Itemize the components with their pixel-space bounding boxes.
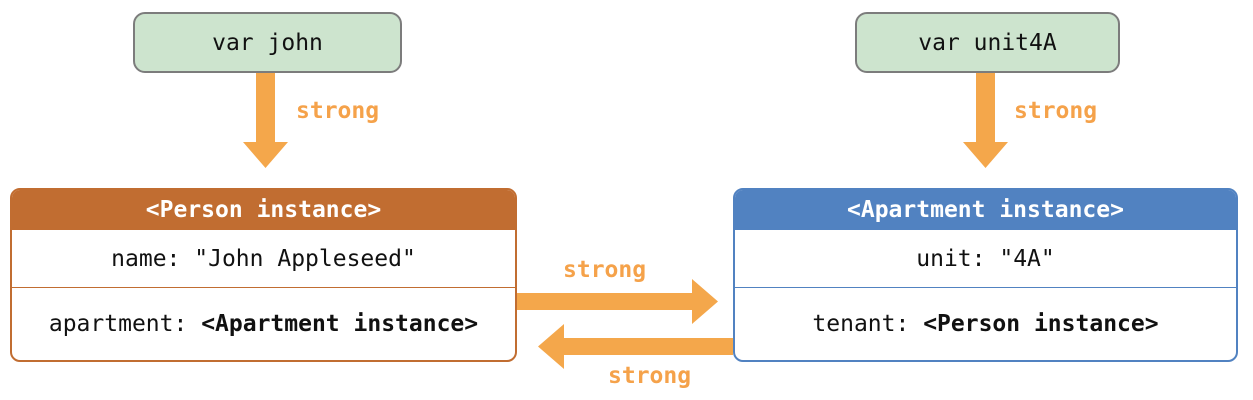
strong-label-unit4a: strong xyxy=(1014,98,1098,124)
apartment-tenant-row: tenant: <Person instance> xyxy=(735,288,1236,360)
variable-box-john: var john xyxy=(133,12,402,73)
person-apartment-label: apartment: xyxy=(48,311,202,337)
apartment-instance-title: <Apartment instance> xyxy=(735,190,1236,230)
apartment-unit-label: unit: xyxy=(916,245,1000,272)
variable-unit4a-label: var unit4A xyxy=(918,29,1057,56)
strong-label-john: strong xyxy=(296,98,380,124)
person-name-label: name: xyxy=(111,245,195,272)
strong-arrow-john-to-person-icon xyxy=(243,73,288,168)
strong-arrow-unit4a-to-apartment-icon xyxy=(963,73,1008,168)
person-instance-box: <Person instance> name: "John Appleseed"… xyxy=(10,188,517,362)
person-name-row: name: "John Appleseed" xyxy=(12,230,515,288)
person-apartment-row: apartment: <Apartment instance> xyxy=(12,288,515,360)
person-instance-title: <Person instance> xyxy=(12,190,515,230)
strong-label-person-to-apartment: strong xyxy=(563,257,647,283)
apartment-tenant-label: tenant: xyxy=(812,311,924,337)
apartment-tenant-value: <Person instance> xyxy=(923,311,1159,337)
strong-arrow-person-to-apartment-icon xyxy=(517,279,718,324)
person-apartment-value: <Apartment instance> xyxy=(201,311,479,337)
apartment-unit-value: "4A" xyxy=(999,245,1055,272)
variable-john-label: var john xyxy=(212,29,323,56)
apartment-instance-box: <Apartment instance> unit: "4A" tenant: … xyxy=(733,188,1238,362)
apartment-unit-row: unit: "4A" xyxy=(735,230,1236,288)
person-name-value: "John Appleseed" xyxy=(194,245,416,272)
strong-label-apartment-to-person: strong xyxy=(608,363,692,389)
variable-box-unit4a: var unit4A xyxy=(855,12,1120,73)
strong-arrow-apartment-to-person-icon xyxy=(538,324,733,369)
